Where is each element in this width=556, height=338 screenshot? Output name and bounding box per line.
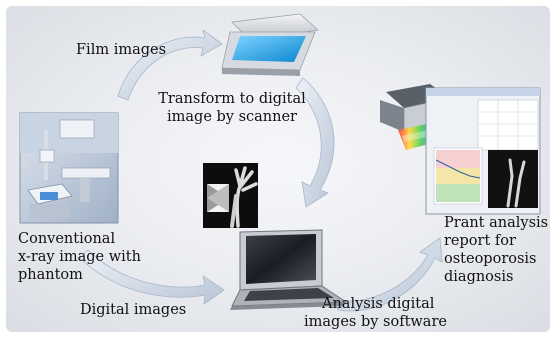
label-transform-line1: Transform to digital xyxy=(158,91,306,107)
arrow-xray-to-laptop xyxy=(79,249,225,305)
xray-machine-icon xyxy=(19,112,119,224)
label-prant-line2: report for xyxy=(444,233,516,249)
label-analysis-line1: Analysis digital xyxy=(322,296,435,312)
label-digital-images: Digital images xyxy=(80,302,187,318)
label-film-images: Film images xyxy=(76,42,167,58)
label-conventional: Conventional x-ray image with phantom xyxy=(18,230,141,284)
arrow-film-to-scanner xyxy=(117,29,223,101)
label-prant-line4: diagnosis xyxy=(444,269,514,285)
label-analysis-line2: images by software xyxy=(304,314,447,330)
label-transform-line2: image by scanner xyxy=(167,109,297,125)
laptop-icon xyxy=(230,229,348,310)
label-analysis: Analysis digital images by software xyxy=(304,295,447,331)
label-prant: Prant analysis report for osteoporosis d… xyxy=(444,214,548,286)
label-conventional-line1: Conventional xyxy=(18,231,116,247)
label-prant-line1: Prant analysis xyxy=(444,215,549,231)
arrow-laptop-to-report xyxy=(334,237,443,312)
report-sheets-icon xyxy=(425,87,541,215)
label-conventional-line2: x-ray image with xyxy=(18,249,141,265)
scanner-icon xyxy=(221,13,319,76)
label-conventional-line3: phantom xyxy=(18,267,83,283)
arrow-scanner-to-film xyxy=(295,77,335,208)
label-transform: Transform to digital image by scanner xyxy=(143,90,321,126)
xray-film-icon xyxy=(203,163,258,228)
label-prant-line3: osteoporosis xyxy=(444,251,537,267)
